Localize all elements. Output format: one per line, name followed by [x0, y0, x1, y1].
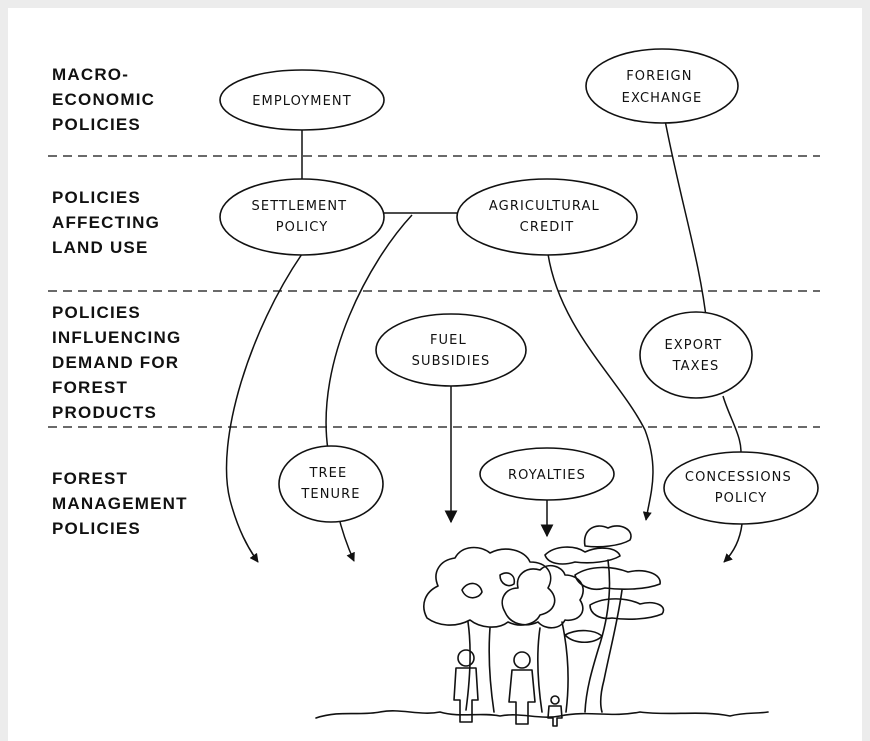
svg-text:ROYALTIES: ROYALTIES — [508, 468, 586, 483]
middle-canopy — [501, 564, 584, 629]
category-demand: POLICIES INFLUENCING DEMAND FOR FOREST P… — [52, 303, 187, 422]
person-middle — [508, 651, 536, 725]
connector-exchange-taxes — [663, 114, 708, 326]
node-tree-tenure: TREE TENURE — [278, 445, 384, 523]
node-agricultural-credit: AGRICULTURAL CREDIT — [456, 178, 638, 256]
svg-text:EMPLOYMENT: EMPLOYMENT — [252, 94, 352, 109]
node-settlement-policy: SETTLEMENT POLICY — [219, 178, 385, 256]
right-trunk — [584, 559, 611, 713]
arrow-settlement-forest — [225, 253, 303, 563]
category-management: FOREST MANAGEMENT POLICIES — [52, 469, 194, 538]
svg-text:AGRICULTURAL CREDIT: AGRICULTURAL CREDIT — [489, 199, 605, 235]
connector-taxes-concessions — [722, 395, 742, 461]
right-canopy-top — [544, 546, 621, 565]
svg-text:TREE TENURE: TREE TENURE — [300, 466, 360, 502]
node-fuel-subsidies: FUEL SUBSIDIES — [375, 313, 527, 387]
node-concessions-policy: CONCESSIONS POLICY — [663, 451, 819, 525]
arrow-junction-tenure — [325, 214, 413, 562]
svg-text:FUEL SUBSIDIES: FUEL SUBSIDIES — [412, 333, 491, 369]
node-employment: EMPLOYMENT — [219, 69, 385, 131]
svg-text:SETTLEMENT POLICY: SETTLEMENT POLICY — [252, 199, 353, 235]
person-left — [453, 649, 479, 723]
svg-text:FOREIGN EXCHANGE: FOREIGN EXCHANGE — [622, 69, 703, 106]
svg-text:EXPORT TAXES: EXPORT TAXES — [664, 338, 727, 374]
ground-line — [315, 710, 769, 719]
node-foreign-exchange: FOREIGN EXCHANGE — [585, 48, 739, 124]
svg-text:CONCESSIONS POLICY: CONCESSIONS POLICY — [685, 470, 797, 506]
node-royalties: ROYALTIES — [479, 447, 615, 501]
arrow-credit-forest — [547, 253, 654, 521]
forest-illustration — [315, 525, 769, 727]
category-macro: MACRO- ECONOMIC POLICIES — [52, 65, 161, 134]
child-figure — [547, 695, 563, 727]
arrow-concessions-forest — [723, 523, 743, 563]
left-canopy — [423, 546, 556, 628]
category-land-use: POLICIES AFFECTING LAND USE — [52, 188, 166, 257]
node-export-taxes: EXPORT TAXES — [639, 311, 753, 399]
